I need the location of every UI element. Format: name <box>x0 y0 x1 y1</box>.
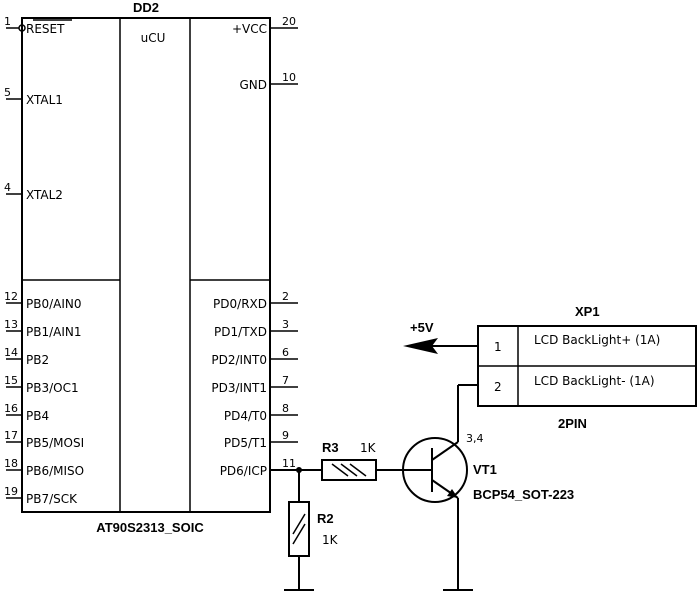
pin-name: PD3/INT1 <box>211 381 267 395</box>
pin-name: PB5/MOSI <box>26 436 84 450</box>
r3-hatch <box>331 463 349 477</box>
pin-name: XTAL1 <box>26 93 63 107</box>
r3-designator: R3 <box>322 440 339 455</box>
pin-number: 1 <box>4 15 11 28</box>
pin-name: PD1/TXD <box>214 325 267 339</box>
pin-name: PD0/RXD <box>213 297 267 311</box>
pin-number: 16 <box>4 402 18 415</box>
vt1-collector-lead <box>431 441 459 461</box>
pin-name: PD5/T1 <box>224 436 267 450</box>
r3-hatch <box>340 463 358 477</box>
pin-number: 12 <box>4 290 18 303</box>
transistor-vt1: 3,4 VT1 BCP54_SOT-223 <box>402 384 574 591</box>
vt1-designator: VT1 <box>473 462 497 477</box>
pin-name: PB4 <box>26 409 49 423</box>
xp1-footprint: 2PIN <box>558 416 587 431</box>
pin-name: PB1/AIN1 <box>26 325 82 339</box>
power-arrow <box>403 338 438 354</box>
pin-number: 20 <box>282 15 296 28</box>
pin-name: PD4/T0 <box>224 409 267 423</box>
inversion-bubble <box>18 24 26 32</box>
pin-number: 3 <box>282 318 289 331</box>
chip-right-pin: 20 +VCC <box>232 15 298 36</box>
xp1-pin1-num: 1 <box>494 340 502 354</box>
r2-designator: R2 <box>317 511 334 526</box>
pin-number: 9 <box>282 429 289 442</box>
pin-number: 13 <box>4 318 18 331</box>
r2-value: 1K <box>322 533 339 547</box>
r3-hatch <box>349 463 367 477</box>
pin-number: 14 <box>4 346 18 359</box>
vt1-body <box>402 437 468 503</box>
chip-outline <box>21 17 271 513</box>
r3-value: 1K <box>360 441 377 455</box>
pin-name: PD6/ICP <box>220 464 267 478</box>
chip-core-label: uCU <box>141 31 166 45</box>
pin-name: PB3/OC1 <box>26 381 79 395</box>
pin-name: PB0/AIN0 <box>26 297 82 311</box>
pin-number: 6 <box>282 346 289 359</box>
chip-part-name: AT90S2313_SOIC <box>96 520 204 535</box>
pin-number: 5 <box>4 86 11 99</box>
chip-left-pins: 1RESET5XTAL14XTAL212PB0/AIN013PB1/AIN114… <box>4 15 84 506</box>
xp1-designator: XP1 <box>575 304 600 319</box>
vt1-part: BCP54_SOT-223 <box>473 487 574 502</box>
pin-number: 19 <box>4 485 18 498</box>
pin-number: 4 <box>4 181 11 194</box>
pin-number: 10 <box>282 71 296 84</box>
chip-dd2: DD2 uCU AT90S2313_SOIC <box>21 0 271 535</box>
pin-number: 17 <box>4 429 18 442</box>
r2-body <box>288 501 310 557</box>
r2-hatch <box>292 513 306 535</box>
pin-name: XTAL2 <box>26 188 63 202</box>
xp1-pin2-name: LCD BackLight- (1A) <box>534 374 655 388</box>
pin-name: RESET <box>26 22 65 36</box>
pin-number: 8 <box>282 402 289 415</box>
connector-xp1: XP1 2PIN 1 LCD BackLight+ (1A) 2 LCD Bac… <box>477 304 697 431</box>
pin-name: PB6/MISO <box>26 464 84 478</box>
pin-number: 15 <box>4 374 18 387</box>
xp1-pin2-num: 2 <box>494 380 502 394</box>
pin-number: 11 <box>282 457 296 470</box>
r2-hatch <box>292 523 306 545</box>
power-5v: +5V <box>403 320 478 354</box>
pin-name: PD2/INT0 <box>211 353 267 367</box>
pin-number: 7 <box>282 374 289 387</box>
resistor-r2: R2 1K <box>284 467 339 591</box>
pin-name: GND <box>239 78 267 92</box>
vt1-emitter-arrow <box>447 489 458 498</box>
power-label: +5V <box>410 320 434 335</box>
pin-name: +VCC <box>232 22 267 36</box>
pin-number: 18 <box>4 457 18 470</box>
pin-number: 2 <box>282 290 289 303</box>
pin-name: PB2 <box>26 353 49 367</box>
chip-designator: DD2 <box>133 0 159 15</box>
xp1-pin1-name: LCD BackLight+ (1A) <box>534 333 660 347</box>
vt1-collector-pins: 3,4 <box>466 432 484 445</box>
pin-name: PB7/SCK <box>26 492 78 506</box>
